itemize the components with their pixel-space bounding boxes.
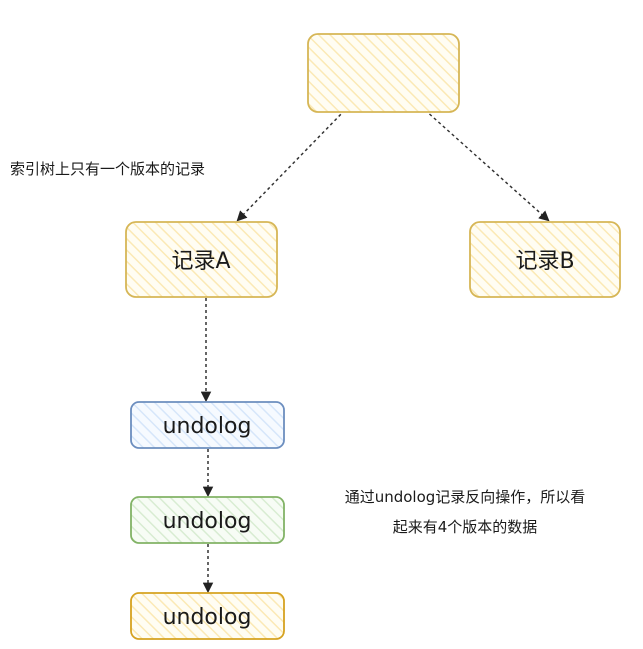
record-b-label: 记录B xyxy=(515,249,574,274)
record-a-node: 记录A xyxy=(125,221,278,298)
record-b-node: 记录B xyxy=(469,221,621,298)
annotation-undolog-line-2: 起来有4个版本的数据 xyxy=(392,518,538,536)
undolog-node-3: undolog xyxy=(130,592,285,640)
undolog-3-label: undolog xyxy=(163,605,252,630)
undolog-2-label: undolog xyxy=(163,509,252,534)
record-a-label: 记录A xyxy=(171,249,230,274)
annotation-single-version: 索引树上只有一个版本的记录 xyxy=(10,160,206,178)
annotation-undolog-versions: 通过undolog记录反向操作，所以看 起来有4个版本的数据 xyxy=(305,482,625,542)
annotation-undolog-line-1: 通过undolog记录反向操作，所以看 xyxy=(344,488,586,506)
edge-root-to-record-b xyxy=(424,109,550,222)
undolog-node-1: undolog xyxy=(130,401,285,449)
undolog-node-2: undolog xyxy=(130,496,285,544)
root-node xyxy=(307,33,460,113)
edge-root-to-record-a xyxy=(236,109,346,222)
undolog-1-label: undolog xyxy=(163,414,252,439)
